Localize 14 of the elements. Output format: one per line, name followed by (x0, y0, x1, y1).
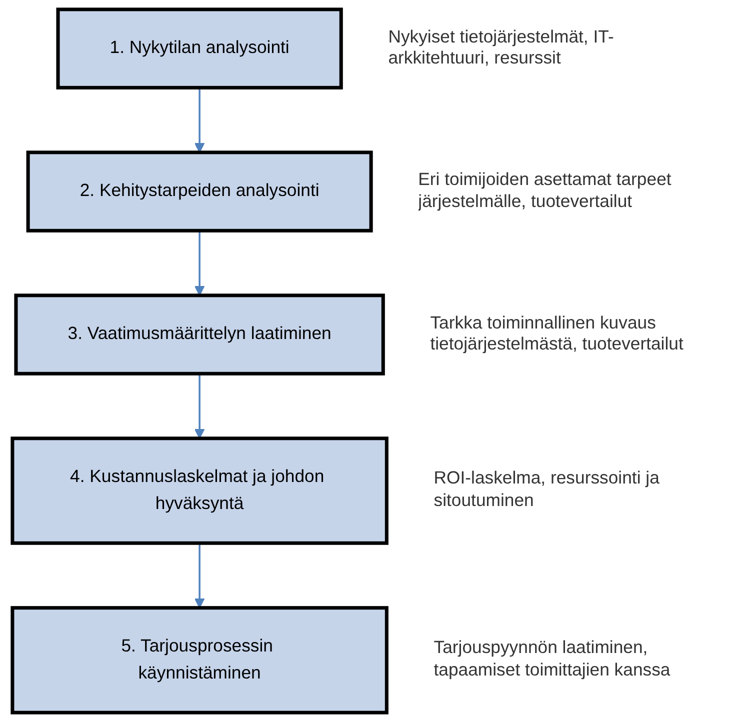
node-label: 1. Nykytilan analysointi (110, 38, 290, 58)
arrow (194, 374, 205, 439)
description-text: ROI-laskelma, resurssointi ja sitoutuminen (434, 468, 660, 513)
arrow (194, 543, 205, 608)
arrow (194, 88, 205, 153)
description-text: Eri toimijoiden asettamat tarpeet järjestelmälle, tuotevertailut (418, 169, 672, 214)
arrow (194, 230, 205, 296)
description-text: Nykyiset tietojärjestelmät, IT-arkkitehtuuri, resurssit (388, 26, 615, 71)
description-text: Tarjouspyynnön laatiminen, tapaamiset toimittajien kanssa (434, 638, 672, 682)
node-label: 4. Kustannuslaskelmat ja johdon hyväksyntä (70, 466, 324, 514)
node-label: 2. Kehitystarpeiden analysointi (80, 180, 320, 201)
description-text: Tarkka toiminnallinen kuvaus tietojärjestelmästä, tuotevertailut (430, 312, 684, 357)
node-label: 5. Tarjousprosessin käynnistäminen (121, 636, 274, 683)
node-label: 3. Vaatimusmäärittelyn laatiminen (68, 324, 332, 344)
